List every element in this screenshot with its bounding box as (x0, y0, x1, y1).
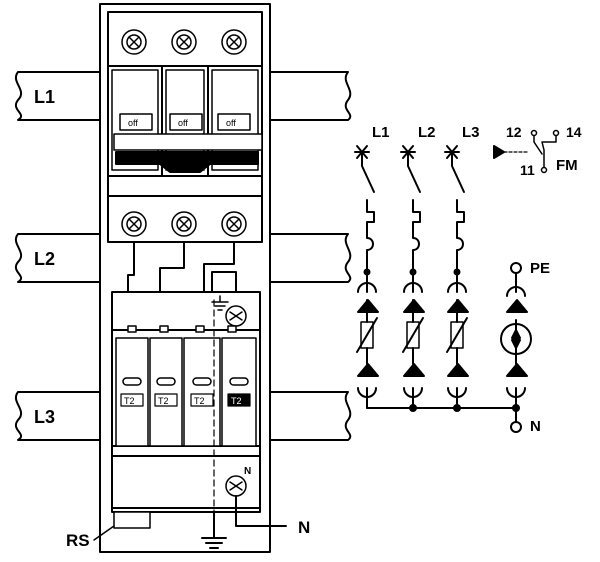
contact-12-label: 12 (506, 124, 522, 140)
circuit-breaker: off off off (107, 11, 263, 243)
schematic: L1 L2 L3 (354, 124, 582, 435)
module-label-3: T2 (194, 396, 205, 406)
switch-window-2 (169, 113, 203, 131)
surge-protector: T2 T2 T2 T2 N (111, 291, 261, 521)
module-label-2: T2 (158, 396, 169, 406)
schematic-label-l2: L2 (418, 124, 436, 141)
spd-module-2 (149, 337, 183, 447)
module-label-1: T2 (124, 396, 135, 406)
spd-module-1 (115, 337, 149, 447)
spd-module-4 (221, 337, 257, 447)
ground-symbol (201, 511, 227, 549)
switch-window-1 (119, 113, 153, 131)
breaker-to-spd-wires (127, 241, 237, 297)
contact-11-label: 11 (520, 162, 535, 178)
rail-label-l2: L2 (34, 249, 55, 269)
handle-bar (115, 151, 259, 173)
top-terminal-screws (121, 29, 247, 55)
rail-label-l3: L3 (34, 407, 55, 427)
fm-remote-contact (493, 129, 560, 174)
branch-l1 (354, 145, 379, 409)
branch-l3 (444, 145, 469, 409)
rs-remote-signal-connector (113, 511, 151, 529)
contact-14-label: 14 (566, 124, 582, 140)
schematic-n-label: N (530, 418, 541, 435)
schematic-label-l3: L3 (462, 124, 480, 141)
rs-label: RS (66, 531, 90, 550)
fm-label: FM (556, 157, 578, 174)
rail-l1 (15, 71, 352, 121)
schematic-label-l1: L1 (372, 124, 390, 141)
module-label-4: T2 (231, 396, 242, 406)
rail-l2 (15, 233, 352, 283)
pe-label: PE (530, 260, 550, 277)
switch-state-2: off (178, 118, 188, 128)
switch-window-3 (217, 113, 251, 131)
branch-l2 (400, 145, 425, 409)
spd-n-label: N (244, 466, 251, 477)
pe-branch (500, 262, 532, 433)
spd-module-3 (183, 337, 221, 447)
toggle-handle (113, 133, 263, 151)
switch-state-1: off (128, 118, 138, 128)
rail-label-l1: L1 (34, 87, 55, 107)
switch-state-3: off (226, 118, 236, 128)
rail-l3 (15, 391, 352, 441)
bottom-connections (93, 495, 287, 549)
bottom-terminal-screws (121, 211, 247, 237)
neutral-wire (235, 495, 287, 527)
bottom-n-label: N (298, 518, 310, 537)
